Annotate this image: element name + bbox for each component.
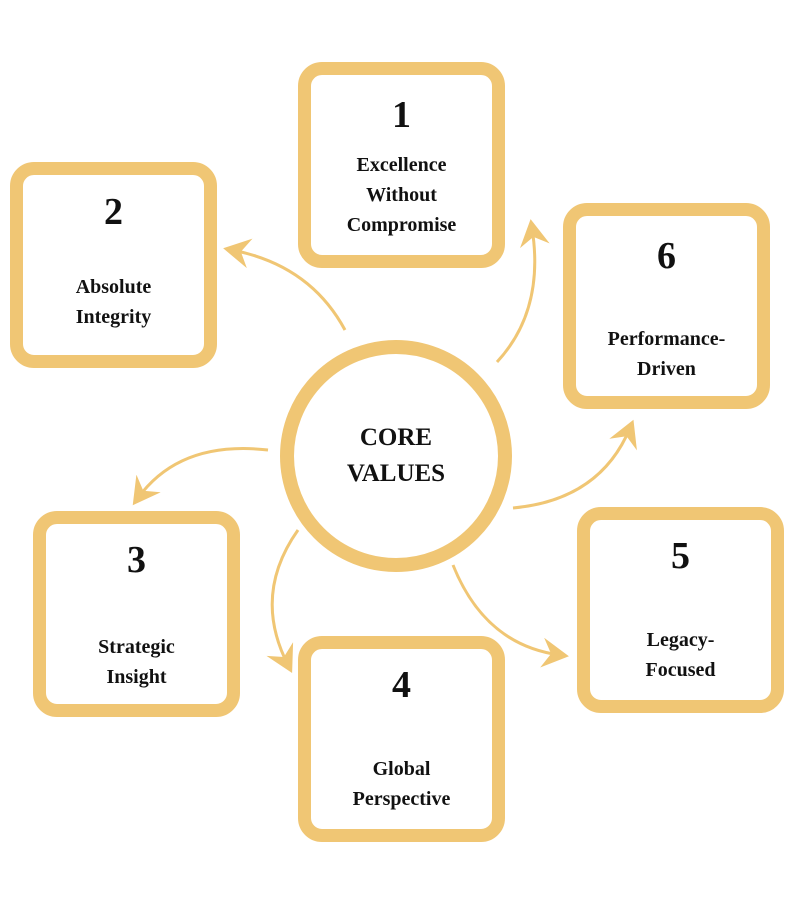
value-label: Excellence Without Compromise (346, 154, 457, 236)
arrow-to-4 (266, 529, 300, 674)
value-number: 1 (392, 94, 411, 136)
value-label: Global Perspective (352, 758, 451, 810)
arrow-to-3 (132, 447, 269, 506)
arrow-to-2 (223, 238, 347, 331)
arrow-to-6 (512, 419, 637, 510)
value-box-6: 6 Performance-Driven (563, 203, 770, 409)
core-values-circle: CORE VALUES (280, 340, 512, 572)
value-number: 4 (392, 664, 411, 706)
value-number: 2 (104, 191, 123, 233)
value-number: 3 (127, 539, 146, 581)
value-number: 5 (671, 535, 690, 577)
value-box-3: 3 Strategic Insight (33, 511, 240, 717)
value-label: Legacy-Focused (645, 629, 716, 681)
arrow-to-1 (495, 219, 550, 364)
value-box-2: 2 Absolute Integrity (10, 162, 217, 368)
value-label: Absolute Integrity (75, 276, 152, 328)
arrow-to-5 (451, 564, 569, 668)
value-box-1: 1 Excellence Without Compromise (298, 62, 505, 268)
value-label: Strategic Insight (98, 636, 175, 688)
core-values-label: CORE VALUES (346, 424, 446, 487)
value-number: 6 (657, 235, 676, 277)
value-label: Performance-Driven (607, 328, 726, 380)
value-box-5: 5 Legacy-Focused (577, 507, 784, 713)
value-box-4: 4 Global Perspective (298, 636, 505, 842)
